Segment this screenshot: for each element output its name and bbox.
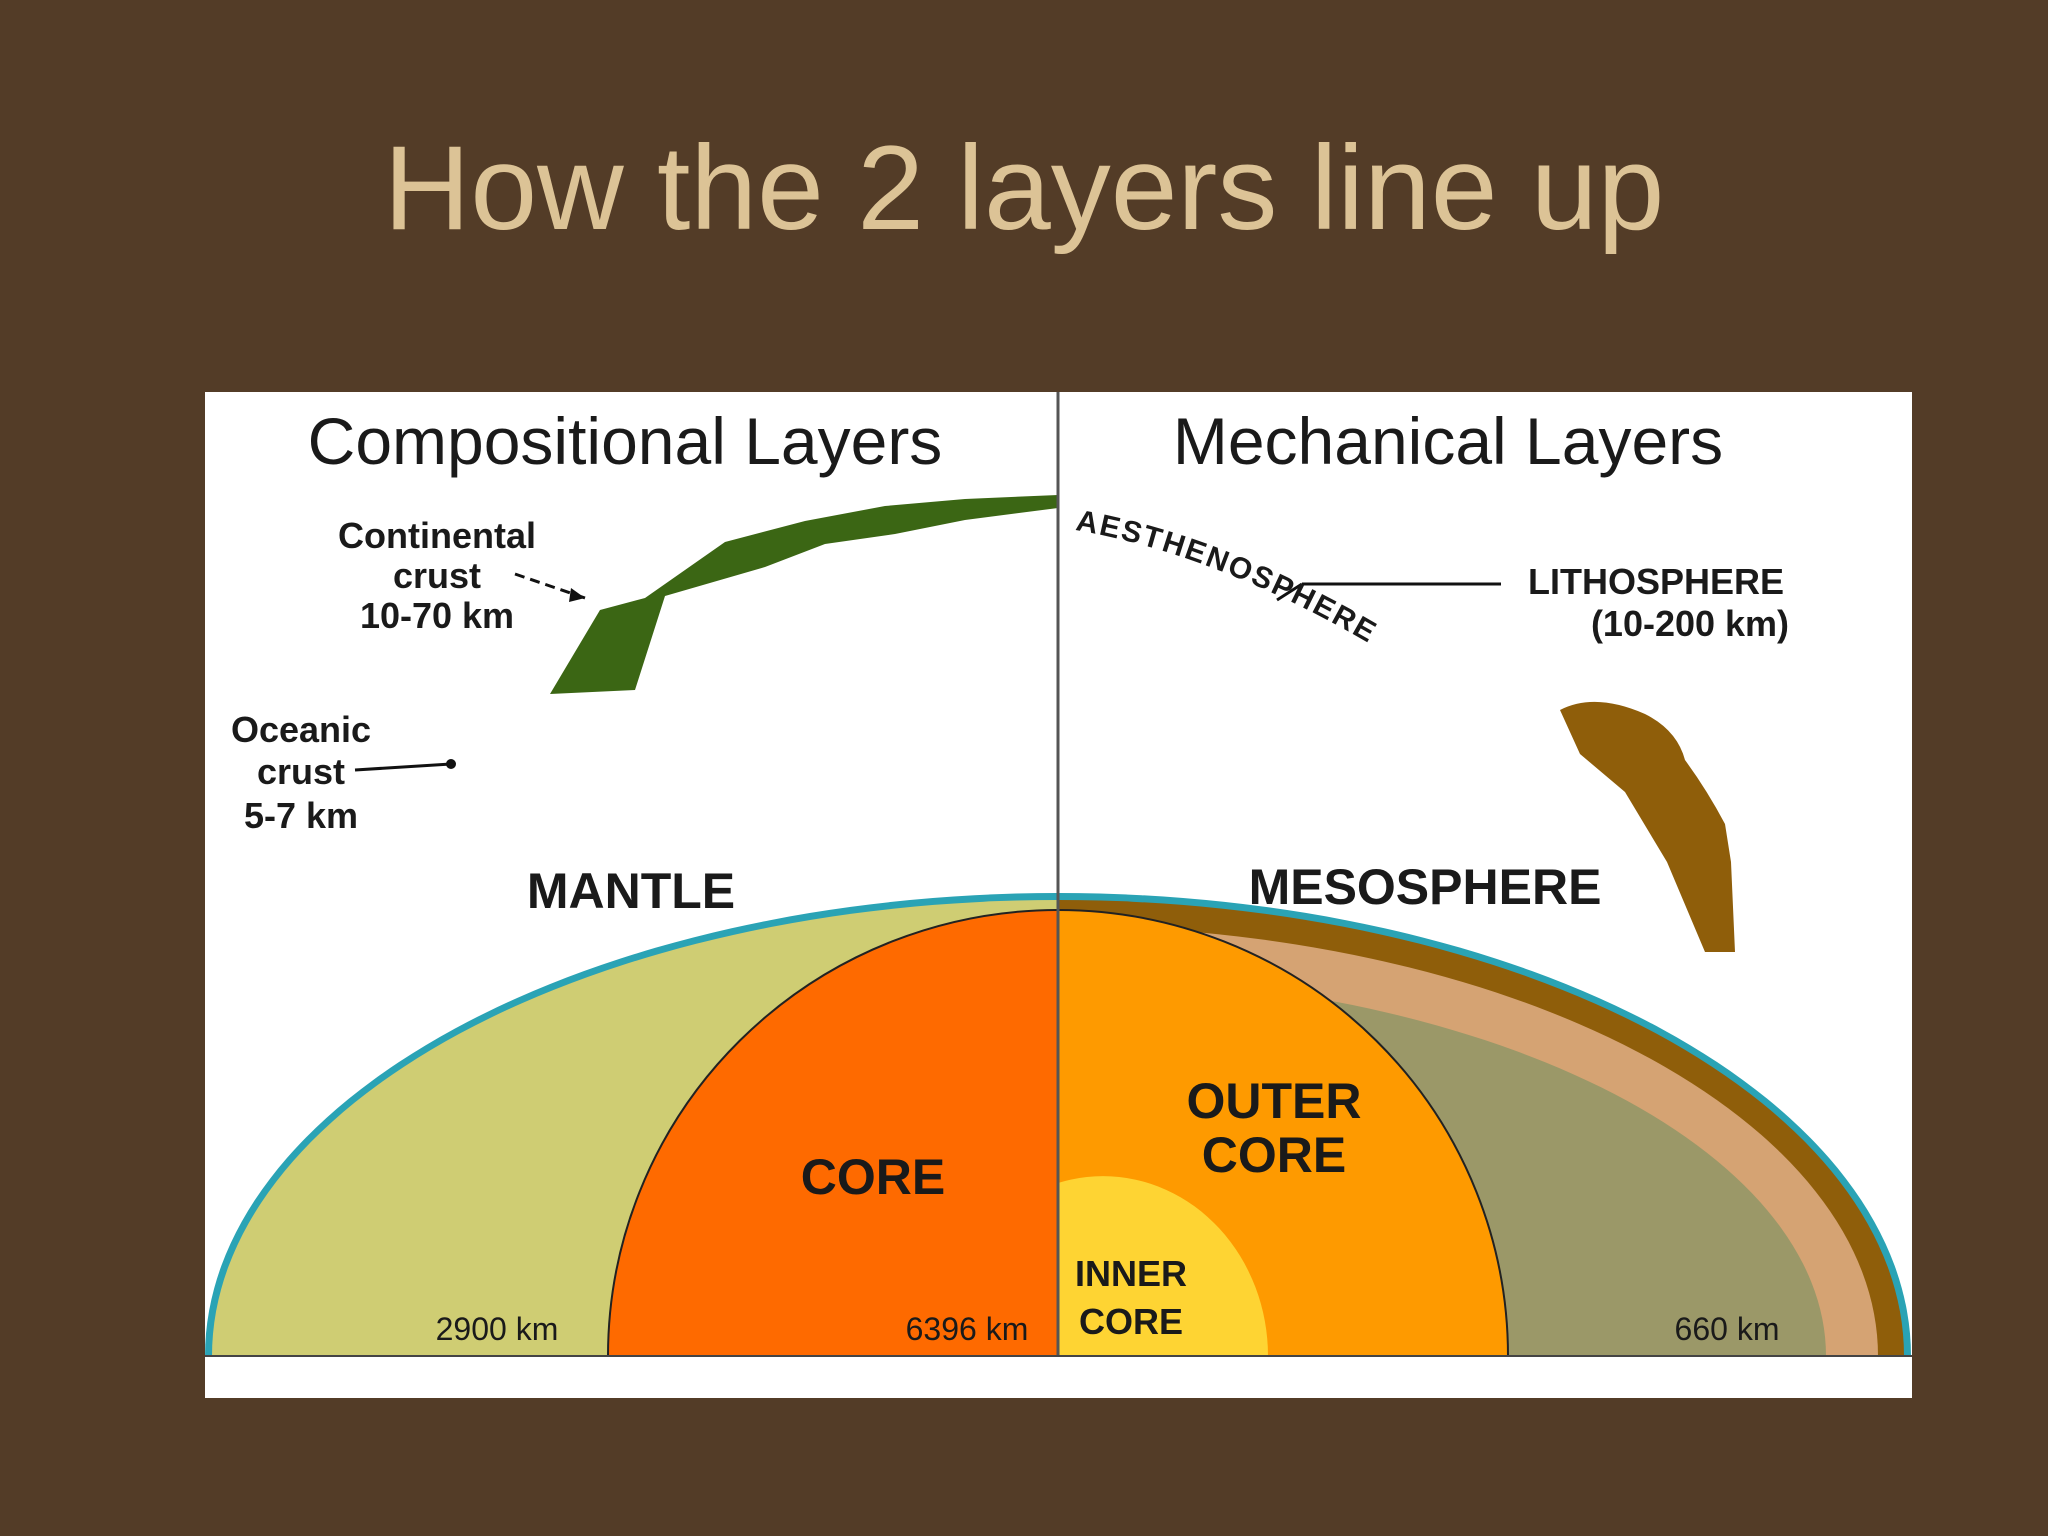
svg-text:10-70 km: 10-70 km (360, 595, 514, 636)
continental-crust-label: Continental crust 10-70 km (338, 515, 536, 636)
depth-2900-label: 2900 km (436, 1311, 559, 1347)
earth-cross-section: Compositional Layers Mechanical Layers C… (205, 392, 1912, 1357)
inner-core-region (1058, 1176, 1268, 1356)
aesthenosphere-label: AESTHENOSPHERE (1074, 504, 1383, 649)
lithosphere-label: LITHOSPHERE (10-200 km) (1528, 561, 1789, 644)
oceanic-crust-pointer-dot (446, 759, 456, 769)
svg-text:crust: crust (257, 751, 345, 792)
svg-text:LITHOSPHERE: LITHOSPHERE (1528, 561, 1784, 602)
aesthenosphere-text-path (1075, 530, 1485, 718)
svg-text:Oceanic: Oceanic (231, 709, 371, 750)
svg-text:Continental: Continental (338, 515, 536, 556)
core-label: CORE (801, 1149, 945, 1205)
core-region (608, 910, 1058, 1356)
depth-6396-label: 6396 km (906, 1311, 1029, 1347)
svg-text:crust: crust (393, 555, 481, 596)
mesosphere-label: MESOSPHERE (1249, 859, 1602, 915)
svg-text:OUTER: OUTER (1187, 1073, 1362, 1129)
svg-text:(10-200 km): (10-200 km) (1591, 603, 1789, 644)
depth-660-label: 660 km (1675, 1311, 1780, 1347)
svg-text:CORE: CORE (1202, 1127, 1346, 1183)
svg-text:CORE: CORE (1079, 1301, 1183, 1342)
svg-text:INNER: INNER (1075, 1253, 1187, 1294)
right-heading: Mechanical Layers (1173, 404, 1723, 478)
compositional-half (205, 495, 1058, 1356)
oceanic-crust-pointer (354, 762, 452, 772)
oceanic-crust-label: Oceanic crust 5-7 km (231, 709, 371, 836)
mantle-label: MANTLE (527, 863, 735, 919)
continental-crust-shape (550, 495, 1058, 694)
outer-core-label: OUTER CORE (1187, 1073, 1362, 1183)
slide-title: How the 2 layers line up (383, 121, 1665, 255)
lithosphere-bulge (1560, 701, 1735, 952)
lithosphere-pointer-tip (1276, 582, 1303, 602)
mechanical-half (1058, 701, 1911, 1356)
svg-text:5-7 km: 5-7 km (244, 795, 358, 836)
earth-layers-diagram: Compositional Layers Mechanical Layers C… (205, 392, 1912, 1398)
continental-crust-pointer (514, 572, 586, 600)
left-heading: Compositional Layers (308, 404, 943, 478)
inner-core-label: INNER CORE (1075, 1253, 1187, 1342)
continental-crust-arrowhead (569, 588, 585, 602)
